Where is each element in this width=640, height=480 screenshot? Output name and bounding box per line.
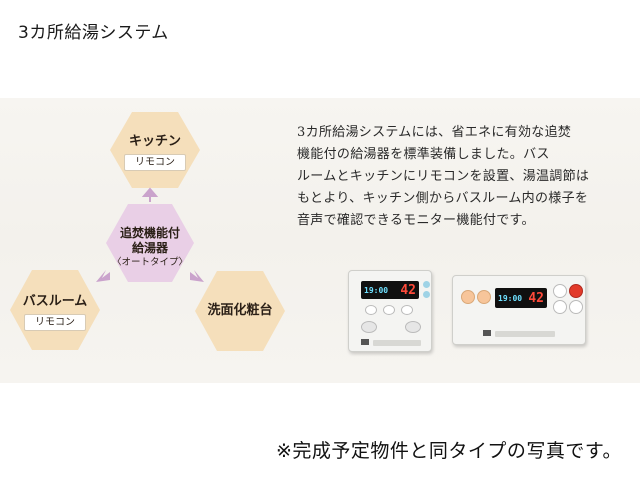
remote-button	[401, 305, 413, 315]
remote-button	[553, 300, 567, 314]
heater-label: 追焚機能付 給湯器 〈オートタイプ〉	[100, 226, 200, 269]
system-description: 3カ所給湯システムには、省エネに有効な追焚 機能付の給湯器を標準装備しました。バ…	[297, 122, 632, 232]
washroom-hexagon	[195, 271, 285, 351]
washroom-label: 洗面化粧台	[197, 303, 283, 319]
remote-button	[477, 290, 491, 304]
description-line: 3カ所給湯システムには、省エネに有効な追焚	[297, 125, 572, 140]
remote-display: 19:00 42	[495, 288, 547, 308]
remote-button	[423, 281, 430, 288]
bath-title: バスルーム	[22, 294, 88, 309]
display-temperature: 42	[528, 290, 544, 306]
remote-button	[569, 300, 583, 314]
bath-remote-tag: リモコン	[24, 314, 86, 331]
remote-base-strip	[495, 331, 555, 337]
description-line: ルームとキッチンにリモコンを設置、湯温調節は	[297, 169, 590, 184]
remote-button	[569, 284, 583, 298]
remote-button	[405, 321, 421, 333]
heater-line-1: 追焚機能付	[119, 226, 180, 240]
arrow-to-kitchen	[141, 187, 159, 202]
bath-label: バスルーム リモコン	[12, 294, 98, 331]
heater-hexagon	[106, 204, 194, 282]
description-line: 音声で確認できるモニター機能付です。	[297, 213, 535, 228]
description-line: もとより、キッチン側からバスルーム内の様子を	[297, 191, 589, 206]
brand-logo-icon	[361, 339, 369, 345]
remote-photo-kitchen: 19:00 42	[348, 270, 432, 352]
arrow-to-washroom	[190, 270, 204, 282]
remote-button	[461, 290, 475, 304]
brand-logo-icon	[483, 330, 491, 336]
arrow-to-bath	[96, 270, 110, 282]
washroom-title: 洗面化粧台	[207, 303, 273, 318]
display-time: 19:00	[364, 285, 389, 295]
page-title: 3カ所給湯システム	[18, 23, 169, 43]
remote-base-strip	[373, 340, 421, 346]
remote-button	[553, 284, 567, 298]
remote-button	[423, 291, 430, 298]
system-diagram: キッチン リモコン バスルーム リモコン 洗面化粧台 追焚機能付 給湯器 〈オー…	[0, 98, 310, 383]
display-temperature: 42	[400, 282, 416, 298]
remote-display: 19:00 42	[361, 281, 419, 299]
heater-type: 〈オートタイプ〉	[111, 257, 188, 268]
remote-photo-bath: 19:00 42	[452, 275, 586, 345]
kitchen-label: キッチン リモコン	[112, 134, 198, 171]
description-line: 機能付の給湯器を標準装備しました。バス	[297, 147, 550, 162]
remote-button	[361, 321, 377, 333]
photo-caption: ※完成予定物件と同タイプの写真です。	[275, 440, 622, 462]
kitchen-remote-tag: リモコン	[124, 154, 186, 171]
remote-button	[365, 305, 377, 315]
kitchen-title: キッチン	[128, 134, 181, 149]
heater-line-2: 給湯器	[131, 241, 168, 255]
remote-button	[383, 305, 395, 315]
display-time: 19:00	[498, 293, 523, 303]
